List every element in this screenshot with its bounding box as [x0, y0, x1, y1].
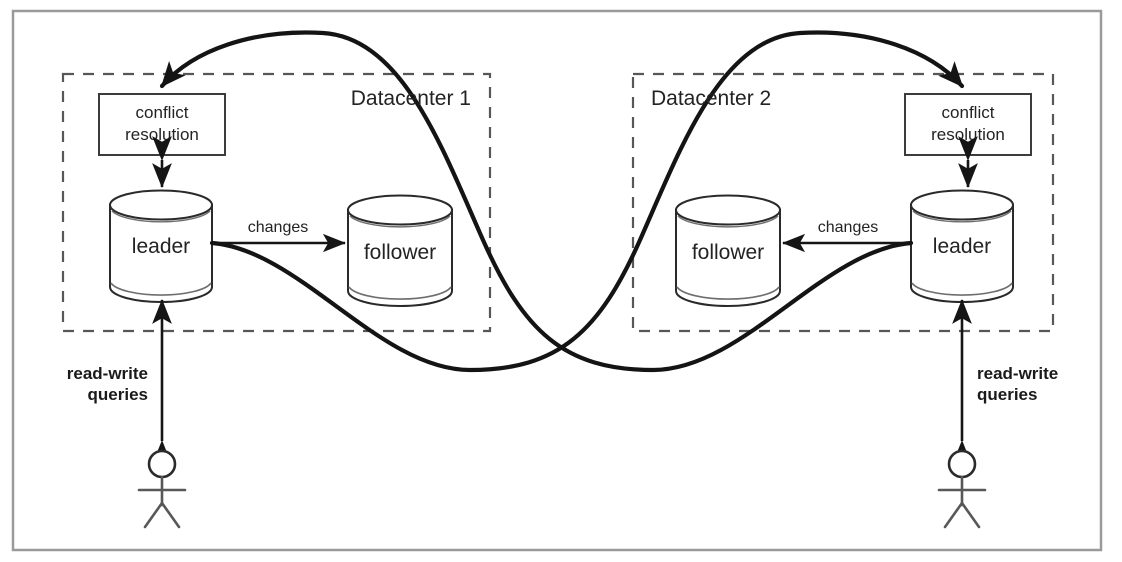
dc2-changes-label: changes [818, 219, 879, 236]
dc2-follower-label: follower [692, 241, 764, 264]
dc2-conflict-resolution-node[interactable]: conflict resolution [904, 93, 1032, 156]
datacenter-2-group: conflict resolution leader follower [631, 72, 1055, 333]
dc2-leader-label: leader [933, 235, 991, 258]
dc2-read-write-label-line2: queries [977, 385, 1037, 404]
dc1-follower-node[interactable]: follower [347, 194, 453, 307]
dc2-leader-to-dc1-conflict-curve [159, 30, 914, 373]
dc1-conflict-resolution-label-line1: conflict [136, 103, 189, 122]
dc2-client-leg-left [943, 501, 964, 529]
dc1-follower-cylinder-body [347, 209, 453, 307]
dc1-conflict-resolution-node[interactable]: conflict resolution [98, 93, 226, 156]
dc1-read-write-label-line1: read-write [67, 364, 148, 383]
dc1-client-group: read-write queries [67, 298, 187, 529]
dc2-leader-cylinder-bottom-arc [911, 282, 1013, 296]
dc1-follower-label: follower [364, 241, 436, 264]
dc1-leader-cylinder-top-inner-arc [111, 210, 211, 223]
dc1-leader-cylinder-bottom-arc [110, 282, 212, 296]
dc2-follower-cylinder-bottom-arc [676, 286, 780, 300]
dc2-leader-cylinder-top-inner-arc [912, 210, 1012, 223]
dc2-client-head-icon [947, 449, 977, 479]
dc2-conflict-resolution-label-line1: conflict [942, 103, 995, 122]
dc1-conflict-resolution-label-line2: resolution [125, 125, 199, 144]
dc1-changes-label: changes [248, 219, 309, 236]
dc2-conflict-resolution-label-line2: resolution [931, 125, 1005, 144]
dc2-follower-node[interactable]: follower [675, 194, 781, 307]
dc1-follower-cylinder-bottom-arc [348, 286, 452, 300]
dc2-leader-cylinder-top [910, 189, 1014, 221]
dc1-follower-cylinder-top [347, 194, 453, 226]
dc1-client-leg-left [143, 501, 164, 529]
dc1-client-leg-right [160, 501, 181, 529]
datacenter-2-label: Datacenter 2 [651, 87, 771, 110]
dc1-leader-node[interactable]: leader [109, 189, 213, 303]
dc2-follower-cylinder-top [675, 194, 781, 226]
datacenter-1-group: conflict resolution leader follower [61, 72, 492, 333]
datacenter-1-label: Datacenter 1 [351, 87, 471, 110]
dc2-client-leg-right [960, 501, 981, 529]
dc1-leader-cylinder-top [109, 189, 213, 221]
dc1-client-head-icon [147, 449, 177, 479]
dc2-follower-cylinder-body [675, 209, 781, 307]
dc2-client-group: read-write queries [937, 298, 1058, 529]
dc2-leader-node[interactable]: leader [910, 189, 1014, 303]
datacenter-2-boundary [631, 72, 1055, 333]
dc1-client-stick-figure[interactable] [137, 449, 187, 529]
dc1-follower-cylinder-top-inner-arc [349, 215, 451, 228]
dc1-leader-to-dc2-conflict-curve [209, 30, 965, 373]
dc1-leader-label: leader [132, 235, 190, 258]
dc2-follower-cylinder-top-inner-arc [677, 215, 779, 228]
dc2-client-stick-figure[interactable] [937, 449, 987, 529]
dc1-read-write-label-line2: queries [88, 385, 148, 404]
dc2-read-write-label-line1: read-write [977, 364, 1058, 383]
